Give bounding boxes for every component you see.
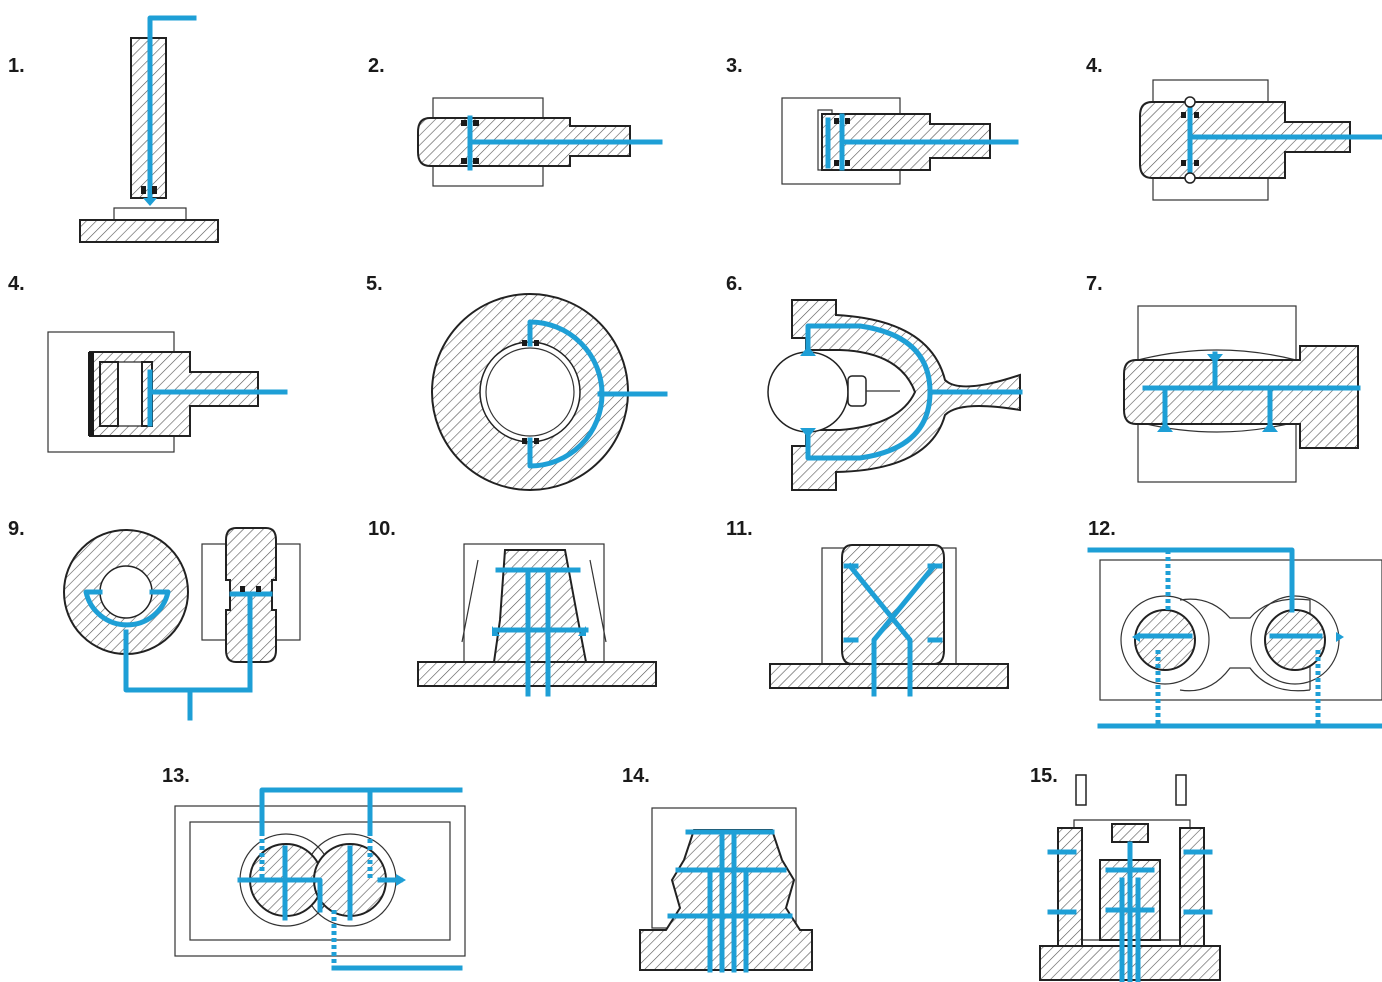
- example-1: 1.: [8, 15, 219, 243]
- example-10-label: 10.: [368, 518, 396, 540]
- example-12-label: 12.: [1088, 518, 1116, 540]
- example-15: 15.: [1030, 765, 1221, 982]
- example-7: 7.: [1086, 273, 1361, 483]
- example-5: 5.: [366, 273, 668, 491]
- example-6-label: 6.: [726, 273, 743, 295]
- example-13-label: 13.: [162, 765, 190, 787]
- example-4a-label: 4.: [1086, 55, 1103, 77]
- example-9: 9.: [8, 518, 301, 721]
- example-15-label: 15.: [1030, 765, 1058, 787]
- example-4b: 4.: [8, 273, 288, 453]
- example-6: 6.: [726, 273, 1023, 491]
- example-4a: 4.: [1086, 55, 1382, 201]
- example-4b-label: 4.: [8, 273, 25, 295]
- example-2-label: 2.: [368, 55, 385, 77]
- example-14-label: 14.: [622, 765, 650, 787]
- example-10: 10.: [368, 518, 657, 697]
- example-9-label: 9.: [8, 518, 25, 540]
- example-3: 3.: [726, 55, 1019, 185]
- example-3-label: 3.: [726, 55, 743, 77]
- example-7-label: 7.: [1086, 273, 1103, 295]
- example-11: 11.: [726, 518, 1009, 697]
- example-1-label: 1.: [8, 55, 25, 77]
- example-5-label: 5.: [366, 273, 383, 295]
- example-12: 12.: [1087, 518, 1382, 729]
- example-2: 2.: [368, 55, 663, 187]
- example-13: 13.: [162, 765, 466, 971]
- example-11-label: 11.: [726, 518, 753, 540]
- example-14: 14.: [622, 765, 813, 973]
